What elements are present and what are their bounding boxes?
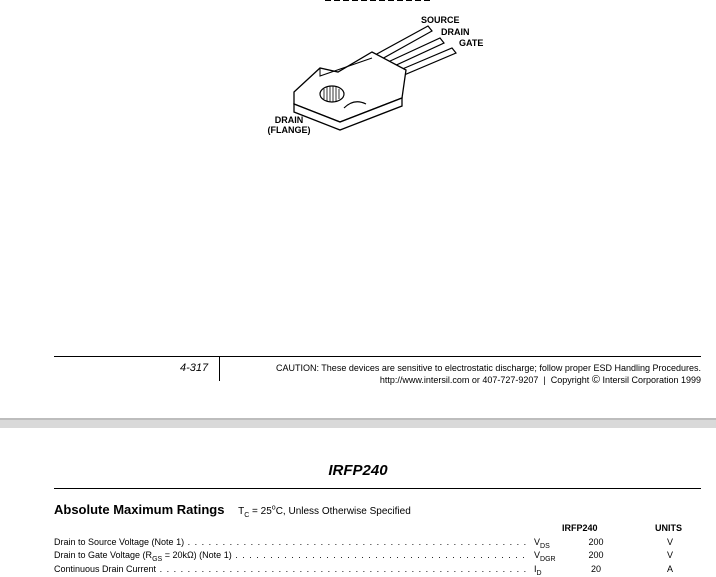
copyright-holder: Intersil Corporation 1999 — [602, 375, 701, 385]
table-row: Drain to Gate Voltage (RGS = 20kΩ) (Note… — [54, 550, 704, 563]
parameter: Continuous Drain Current . . . . . . . .… — [54, 564, 529, 574]
copyright-line: http://www.intersil.com or 407-727-9207 … — [276, 374, 701, 386]
footer-notice: CAUTION: These devices are sensitive to … — [276, 362, 701, 386]
package-drawing — [280, 0, 510, 140]
page-number: 4-317 — [180, 362, 209, 374]
drain-label: DRAIN — [441, 27, 470, 37]
section-title-text: Absolute Maximum Ratings — [54, 502, 225, 517]
value: 200 — [588, 537, 604, 547]
footer-vertical-rule — [219, 356, 220, 381]
symbol: VDGR — [534, 550, 556, 563]
copyright-icon: © — [591, 374, 600, 386]
parameter: Drain to Source Voltage (Note 1) . . . .… — [54, 537, 529, 547]
table-row: Drain to Source Voltage (Note 1) . . . .… — [54, 537, 704, 550]
drain-flange-label: DRAIN (FLANGE) — [267, 115, 311, 135]
parameter: Drain to Gate Voltage (RGS = 20kΩ) (Note… — [54, 550, 529, 563]
table-row: Continuous Drain Current . . . . . . . .… — [54, 564, 704, 577]
unit: V — [666, 537, 673, 547]
value: 20 — [590, 564, 601, 574]
gate-label: GATE — [459, 38, 484, 48]
unit: V — [666, 550, 673, 560]
page-gap — [0, 418, 716, 428]
column-header-part: IRFP240 — [562, 523, 598, 533]
contact-text: http://www.intersil.com or 407-727-9207 — [379, 375, 539, 385]
copyright-word: Copyright — [550, 375, 590, 385]
separator: | — [543, 375, 546, 385]
to247-package-icon — [293, 0, 457, 131]
section-condition: TC = 25oC, Unless Otherwise Specified — [238, 504, 411, 519]
document-title: IRFP240 — [328, 462, 388, 479]
column-header-units: UNITS — [655, 523, 682, 533]
value: 200 — [588, 550, 604, 560]
source-label: SOURCE — [421, 15, 460, 25]
symbol: VDS — [534, 537, 550, 550]
unit: A — [666, 564, 673, 574]
drain-flange-line1: DRAIN — [274, 115, 304, 125]
footer-rule — [54, 356, 701, 357]
section-title: Absolute Maximum Ratings TC = 25oC, Unle… — [54, 502, 411, 519]
title-rule — [54, 488, 701, 489]
caution-text: CAUTION: These devices are sensitive to … — [275, 363, 701, 373]
drain-flange-line2: (FLANGE) — [267, 125, 311, 135]
symbol: ID — [534, 564, 542, 577]
